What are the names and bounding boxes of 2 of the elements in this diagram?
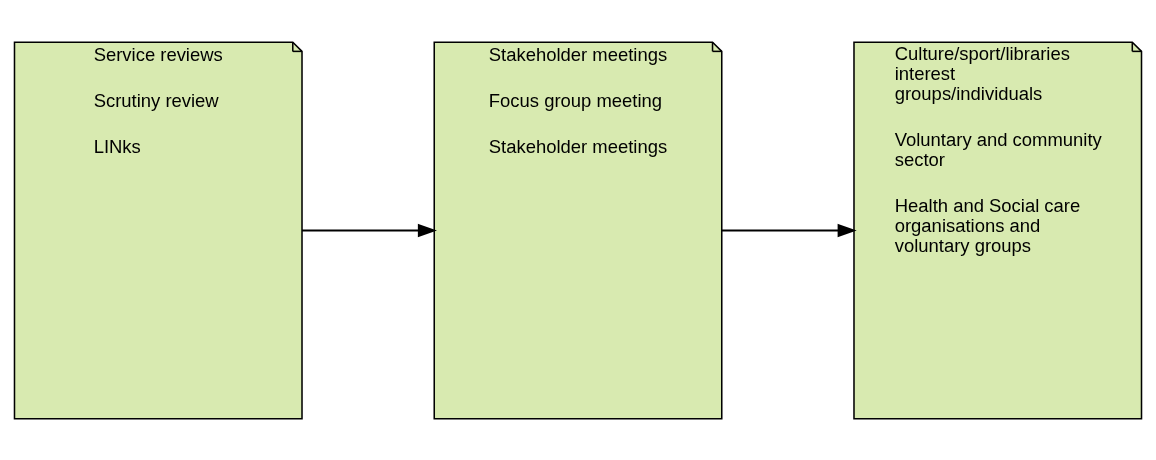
- arrow: [720, 223, 857, 237]
- arrow: [301, 223, 437, 237]
